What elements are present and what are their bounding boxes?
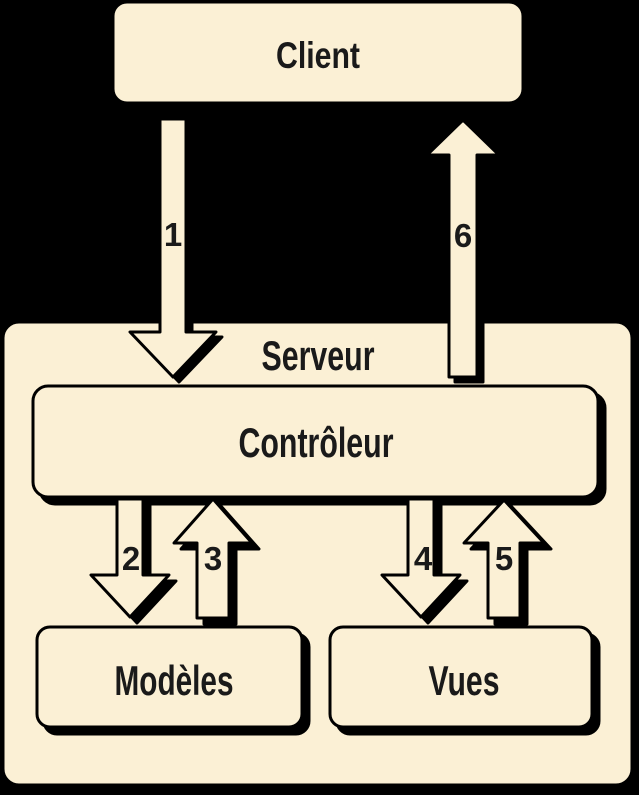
vues-label: Vues <box>429 657 500 704</box>
serveur-label: Serveur <box>262 332 375 379</box>
arrow-3-modeles-to-controleur: 3 <box>172 497 261 626</box>
arrow-2-down-icon <box>89 497 171 619</box>
vues-box-shape <box>328 625 594 729</box>
arrow-3-label: 3 <box>204 540 222 577</box>
arrow-5-label: 5 <box>495 540 513 577</box>
arrow-2-label: 2 <box>122 540 140 577</box>
arrow-4-controleur-to-vues: 4 <box>380 497 469 625</box>
arrow-1-down-icon <box>128 117 218 379</box>
arrow-2-controleur-to-modeles: 2 <box>89 497 178 625</box>
client-box: Client <box>111 0 525 105</box>
arrow-1-client-to-controleur: 1 <box>128 117 224 384</box>
vues-box: Vues <box>328 625 601 736</box>
arrow-6-controleur-to-client: 6 <box>425 118 507 384</box>
client-label: Client <box>276 35 360 76</box>
arrow-4-down-icon <box>380 497 462 619</box>
arrow-5-vues-to-controleur: 5 <box>462 498 553 626</box>
arrow-6-up-icon <box>425 118 501 379</box>
arrow-3-up-icon <box>172 497 254 620</box>
controleur-box-shape <box>31 384 600 499</box>
controleur-label: Contrôleur <box>239 419 394 466</box>
arrow-1-label: 1 <box>164 216 182 253</box>
arrow-6-label: 6 <box>454 217 472 254</box>
modeles-box-shape <box>35 625 304 729</box>
arrow-5-up-icon <box>462 498 546 620</box>
client-box-shape <box>111 0 525 105</box>
modeles-box: Modèles <box>35 625 311 736</box>
arrow-4-label: 4 <box>414 540 433 577</box>
modeles-label: Modèles <box>115 657 234 704</box>
controleur-box: Contrôleur <box>31 384 607 506</box>
